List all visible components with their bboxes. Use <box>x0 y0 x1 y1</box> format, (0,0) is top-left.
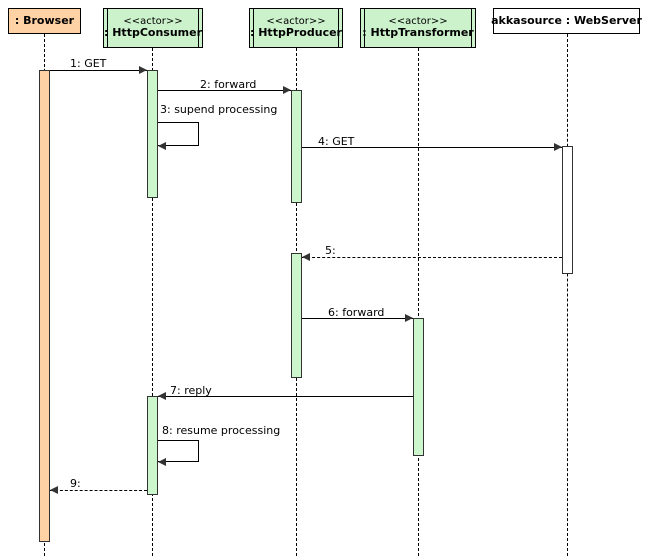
lifeline-webserver <box>567 34 568 556</box>
activation-bar-browser <box>39 70 50 542</box>
participant-httpconsumer[interactable]: <<actor>> : HttpConsumer <box>103 8 203 48</box>
participant-httptransformer[interactable]: <<actor>> : HttpTransformer <box>360 8 476 48</box>
message-arrowhead-3 <box>158 142 166 150</box>
message-label-2: 2: forward <box>200 78 257 91</box>
participant-httpproducer[interactable]: <<actor>> : HttpProducer <box>249 8 343 48</box>
message-arrowhead-8 <box>158 458 166 466</box>
message-arrow-7 <box>158 396 413 397</box>
message-arrow-2 <box>158 90 291 91</box>
message-label-7: 7: reply <box>170 384 212 397</box>
message-label-4: 4: GET <box>318 135 355 148</box>
message-label-6: 6: forward <box>328 306 385 319</box>
message-arrowhead-4 <box>554 143 562 151</box>
activation-bar-httpproducer-1 <box>291 90 302 203</box>
message-arrow-3 <box>158 122 199 146</box>
participant-browser[interactable]: : Browser <box>8 8 81 34</box>
lifeline-httpconsumer <box>152 48 153 556</box>
message-arrowhead-5 <box>302 253 310 261</box>
message-label-3: 3: supend processing <box>160 103 278 116</box>
message-label-5: 5: <box>325 244 336 257</box>
message-arrowhead-6 <box>405 314 413 322</box>
participant-webserver-label: akkasource : WebServer <box>491 13 642 27</box>
lifeline-httptransformer <box>418 48 419 556</box>
participant-browser-label: : Browser <box>14 13 75 27</box>
message-arrowhead-2 <box>283 86 291 94</box>
message-arrow-8 <box>158 440 199 462</box>
activation-bar-httpconsumer-1 <box>147 70 158 198</box>
message-arrowhead-9 <box>50 486 58 494</box>
participant-webserver[interactable]: akkasource : WebServer <box>491 8 642 34</box>
participant-httptransformer-label: : HttpTransformer <box>362 26 474 40</box>
message-label-1: 1: GET <box>70 57 107 70</box>
participant-httpconsumer-stereotype: <<actor>> <box>123 15 183 27</box>
message-arrow-9 <box>50 490 147 491</box>
message-arrowhead-1 <box>139 66 147 74</box>
message-arrowhead-7 <box>158 392 166 400</box>
activation-bar-httpproducer-2 <box>291 253 302 378</box>
activation-bar-httptransformer-1 <box>413 318 424 456</box>
message-arrow-6 <box>302 318 413 319</box>
message-arrow-4 <box>302 147 562 148</box>
participant-httpproducer-label: : HttpProducer <box>250 26 342 40</box>
message-arrow-5 <box>302 257 562 258</box>
message-arrow-1 <box>50 70 147 71</box>
participant-httpproducer-stereotype: <<actor>> <box>266 15 326 27</box>
message-label-9: 9: <box>70 477 81 490</box>
message-label-8: 8: resume processing <box>162 424 281 437</box>
activation-bar-webserver-1 <box>562 146 573 274</box>
participant-httpconsumer-label: : HttpConsumer <box>104 26 203 40</box>
activation-bar-httpconsumer-2 <box>147 396 158 495</box>
participant-httptransformer-stereotype: <<actor>> <box>388 15 448 27</box>
